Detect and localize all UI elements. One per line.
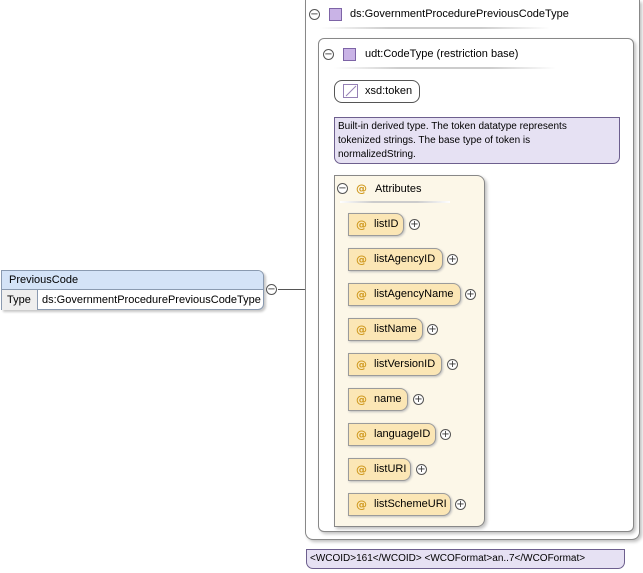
attribute-expand-button[interactable]: + [447, 359, 458, 370]
attribute-icon: @ [356, 393, 367, 406]
base-type-divider [334, 67, 556, 69]
connector-line [278, 289, 320, 290]
base-type-icon [343, 48, 356, 61]
attribute-name: listVersionID [374, 358, 436, 370]
attribute-expand-button[interactable]: + [455, 499, 466, 510]
simple-type-name: xsd:token [365, 85, 413, 97]
attribute-expand-button[interactable]: + [427, 324, 438, 335]
attribute-listversionid[interactable]: @ listVersionID [348, 353, 442, 376]
attribute-expand-button[interactable]: + [447, 254, 458, 265]
attributes-divider [340, 201, 450, 203]
attribute-icon: @ [356, 218, 367, 231]
element-type-row: Type ds:GovernmentProcedurePreviousCodeT… [2, 290, 263, 310]
documentation-box: Built-in derived type. The token datatyp… [334, 117, 620, 164]
element-collapse-button[interactable]: − [266, 284, 277, 295]
simple-type-icon [343, 84, 358, 98]
attribute-expand-button[interactable]: + [465, 289, 476, 300]
attribute-listschemeuri[interactable]: @ listSchemeURI [348, 493, 451, 516]
attributes-title: Attributes [375, 183, 422, 195]
complex-type-name: ds:GovernmentProcedurePreviousCodeType [350, 8, 569, 20]
attribute-listuri[interactable]: @ listURI [348, 458, 411, 481]
attribute-listname[interactable]: @ listName [348, 318, 423, 341]
attribute-listid[interactable]: @ listID [348, 213, 404, 236]
attribute-group-icon: @ [356, 182, 367, 195]
attribute-icon: @ [356, 323, 367, 336]
base-type-name: udt:CodeType (restriction base) [365, 48, 519, 60]
attribute-name: listAgencyName [374, 288, 454, 300]
attribute-name-item[interactable]: @ name [348, 388, 408, 411]
attribute-expand-button[interactable]: + [413, 394, 424, 405]
element-type-label: Type [2, 290, 38, 310]
attribute-expand-button[interactable]: + [409, 219, 420, 230]
annotation-note: <WCOID>161</WCOID> <WCOFormat>an..7</WCO… [306, 549, 625, 569]
complex-type-divider [320, 27, 550, 29]
attribute-name: listAgencyID [374, 253, 436, 265]
documentation-line: normalizedString. [338, 149, 416, 160]
element-type-value: ds:GovernmentProcedurePreviousCodeType [42, 294, 261, 306]
attributes-collapse-button[interactable]: − [337, 183, 348, 194]
attribute-expand-button[interactable]: + [440, 429, 451, 440]
attribute-languageid[interactable]: @ languageID [348, 423, 436, 446]
attribute-icon: @ [356, 358, 367, 371]
attribute-icon: @ [356, 463, 367, 476]
attribute-listagencyid[interactable]: @ listAgencyID [348, 248, 443, 271]
complex-type-collapse-button[interactable]: − [309, 9, 320, 20]
attribute-name: listSchemeURI [374, 498, 447, 510]
base-type-collapse-button[interactable]: − [323, 49, 334, 60]
element-previouscode[interactable]: PreviousCode Type ds:GovernmentProcedure… [1, 270, 264, 310]
complex-type-icon [329, 8, 342, 21]
attribute-expand-button[interactable]: + [416, 464, 427, 475]
attribute-icon: @ [356, 288, 367, 301]
documentation-line: Built-in derived type. The token datatyp… [338, 121, 567, 132]
attribute-icon: @ [356, 498, 367, 511]
element-name: PreviousCode [2, 271, 263, 290]
attribute-name: name [374, 393, 402, 405]
documentation-line: tokenized strings. The base type of toke… [338, 135, 531, 146]
attribute-name: listName [374, 323, 417, 335]
attribute-icon: @ [356, 428, 367, 441]
attribute-name: listURI [374, 463, 407, 475]
attribute-name: languageID [374, 428, 431, 440]
attribute-name: listID [374, 218, 399, 230]
attribute-icon: @ [356, 253, 367, 266]
attribute-listagencyname[interactable]: @ listAgencyName [348, 283, 461, 306]
